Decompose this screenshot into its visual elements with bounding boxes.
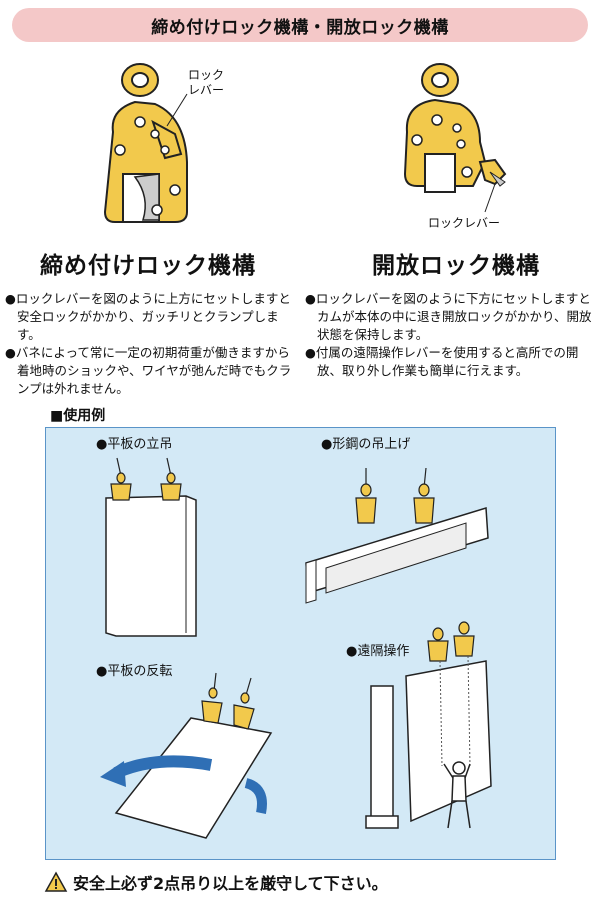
left-description: ●ロックレバーを図のように上方にセットしますと安全ロックがかかり、ガッチリとクラ… <box>5 290 295 398</box>
vertical-plate-illustration <box>105 457 197 637</box>
clamp-lock-illustration <box>103 63 188 223</box>
heading-open-lock: 開放ロック機構 <box>372 253 540 279</box>
usage-title: ■使用例 <box>50 408 106 424</box>
plate-turning-illustration <box>100 672 273 839</box>
right-bullet-1: ●ロックレバーを図のように下方にセットしますとカムが本体の中に退き開放ロックがか… <box>305 291 592 342</box>
right-description: ●ロックレバーを図のように下方にセットしますとカムが本体の中に退き開放ロックがか… <box>305 290 595 380</box>
warning-text: 安全上必ず2点吊り以上を厳守して下さい。 <box>73 874 388 893</box>
lock-lever-callout-left: ロック レバー <box>188 68 225 97</box>
left-bullet-1: ●ロックレバーを図のように上方にセットしますと安全ロックがかかり、ガッチリとクラ… <box>5 291 291 342</box>
remote-operation-illustration <box>365 621 492 829</box>
right-bullet-2: ●付属の遠隔操作レバーを使用すると高所での開放、取り外し作業も簡単に行えます。 <box>305 345 579 378</box>
lock-lever-callout-right: ロックレバー <box>428 216 501 230</box>
caption-plate-turn: ●平板の反転 <box>96 664 173 679</box>
h-beam-illustration <box>305 467 489 604</box>
banner-title: 締め付けロック機構・開放ロック機構 <box>151 17 449 38</box>
caption-beam-lift: ●形鋼の吊上げ <box>321 437 411 452</box>
heading-tightening-lock: 締め付けロック機構 <box>40 253 256 279</box>
safety-warning: 安全上必ず2点吊り以上を厳守して下さい。 <box>44 870 388 894</box>
left-bullet-2: ●バネによって常に一定の初期荷重が働きますから着地時のショックや、ワイヤが弛んだ… <box>5 345 292 396</box>
title-banner: 締め付けロック機構・開放ロック機構 <box>12 8 588 42</box>
caption-remote-operation: ●遠隔操作 <box>346 644 410 659</box>
warning-icon <box>44 871 68 892</box>
caption-vertical-lift: ●平板の立吊 <box>96 437 173 452</box>
usage-panel: ●平板の立吊 ●形鋼の吊上げ ●平板の反転 ●遠隔操作 <box>45 427 556 860</box>
clamp-open-illustration <box>403 63 507 213</box>
